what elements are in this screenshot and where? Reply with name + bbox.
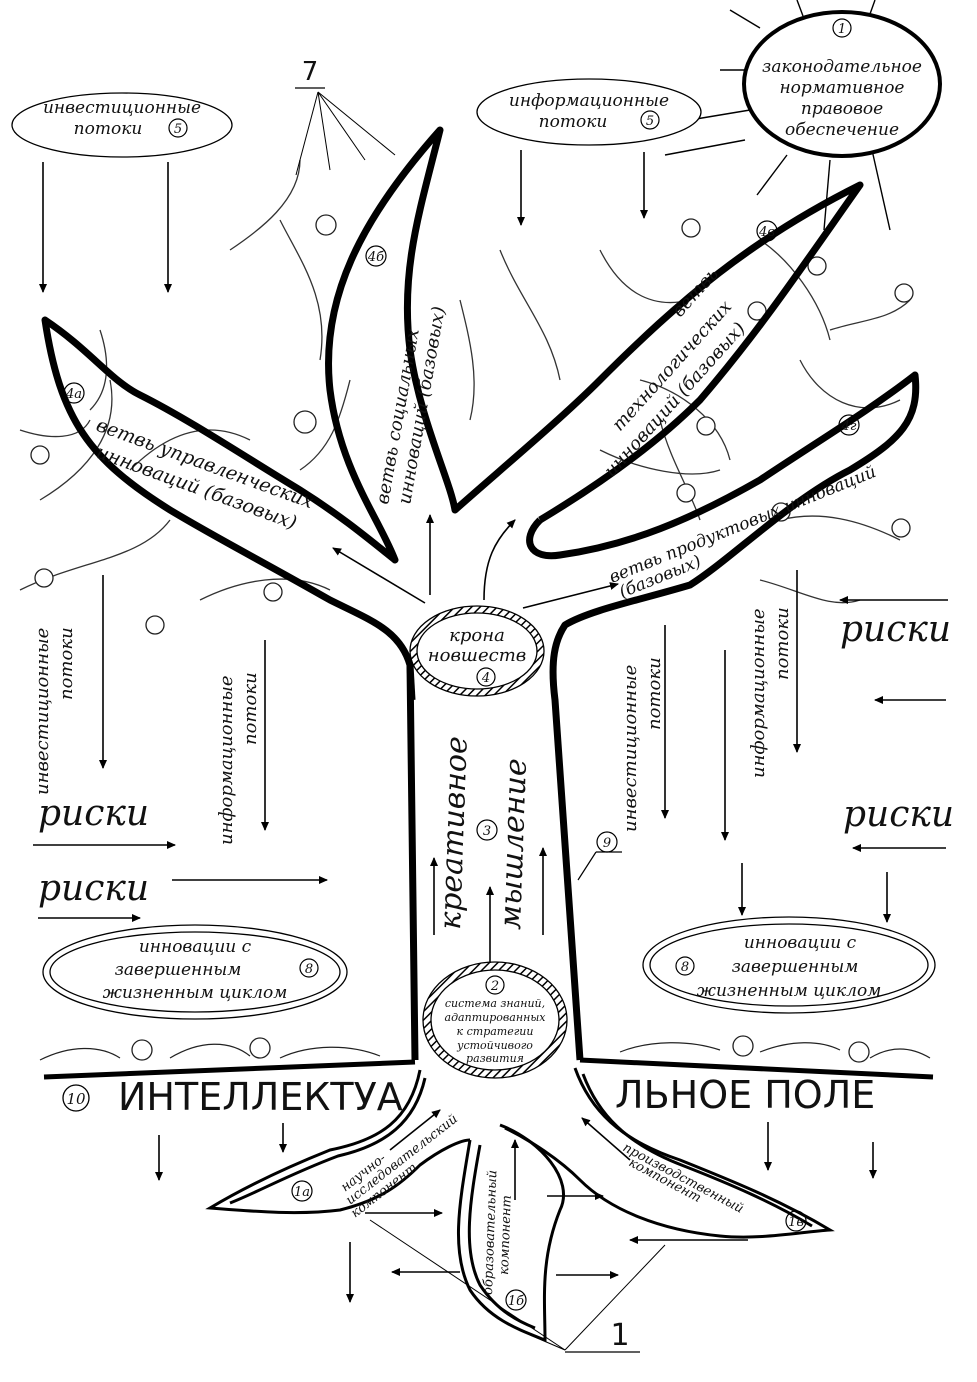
branch-v-number: 4в [758,225,775,240]
flow-info-left-line1: информационные [216,675,237,845]
risk-right-1: риски [840,609,951,650]
innov-right-number: 8 [681,960,689,975]
sun-circle [742,10,942,158]
field-right: ЛЬНОЕ ПОЛЕ [615,1073,875,1117]
flow-info-left-line2: потоки [240,672,261,745]
field-number: 10 [66,1090,86,1108]
crown-line2: новшеств [428,645,527,666]
branch-g-number: 4г [841,419,857,434]
knowledge-line4: устойчивого [456,1039,533,1052]
ground-line-right [579,1057,934,1080]
trunk-number: 3 [483,824,491,839]
branch-v-line3: инноваций (базовых) [600,318,750,481]
sun-line1: законодательное [762,57,922,77]
flow-invest-right-line2: потоки [644,657,665,730]
ground-grass [39,1042,931,1061]
branch-g-line1: ветвь продуктовых инноваций [606,462,879,588]
oval-information-top-line1: информационные [509,91,669,111]
knowledge-oval [430,969,560,1071]
trunk-up-arrows [430,847,547,963]
innov-oval-right-inner [649,923,929,1007]
sun-line4: обеспечение [785,120,899,140]
flow-invest-left-line1: инвестиционные [32,628,53,795]
ground-line-left [43,1059,416,1080]
root-b-line1: образовательный [481,1170,500,1295]
oval-information-flows-top [476,78,702,146]
innov-left-line1: инновации с [139,937,252,957]
risk-arrows [33,596,948,922]
branch-b-number: 4б [367,250,384,265]
oval-information-top-line2: потоки [539,112,608,132]
crown-number: 4 [481,671,490,686]
root-a-line2: исследовательский [343,1112,461,1208]
sun-line2: нормативное [779,78,904,98]
crown-arrows [332,514,619,609]
innov-left-line3: жизненным циклом [103,983,288,1003]
flow-invest-left-line2: потоки [56,627,77,700]
sun-number: 1 [838,22,846,37]
oval-investment-top-line1: инвестиционные [43,98,201,118]
top-flow-arrows [39,150,648,293]
crown-line1: крона [449,625,505,646]
sun-rays [664,0,891,231]
root-v-number: 1в [788,1215,804,1230]
innov-oval-left-inner [49,931,341,1013]
label-1-pointers [369,1219,666,1351]
root-arrows [365,1109,748,1279]
root-b-line2: компонент [497,1195,515,1275]
root-a-number: 1а [294,1185,310,1200]
risk-left-2: риски [38,868,149,909]
oval-investment-top-number: 5 [174,122,182,137]
roots [205,1067,835,1343]
field-left: ИНТЕЛЛЕКТУА [118,1075,403,1119]
label-7: 7 [302,57,319,87]
oval-investment-top-line2: потоки [74,119,143,139]
field-down-arrows [155,1122,877,1303]
background-foliage [19,159,911,604]
knowledge-number: 2 [490,979,499,994]
innov-left-number: 8 [305,962,313,977]
knowledge-line5: развития [466,1052,524,1065]
risk-right-2: риски [843,794,954,835]
oval-investment-flows-top [11,92,233,158]
root-b-number: 1б [508,1294,524,1309]
flow-info-right-line2: потоки [772,607,793,680]
innov-right-line1: инновации с [744,933,857,953]
sun-line3: правовое [801,99,883,119]
innov-right-line3: жизненным циклом [697,981,882,1001]
innov-oval-left-outer [42,924,348,1020]
knowledge-line3: к стратегии [457,1025,534,1038]
side-down-arrows [99,570,891,923]
knowledge-line2: адаптированных [445,1011,547,1024]
trunk-line1: креативное [433,736,475,931]
flow-info-right-line1: информационные [748,608,769,778]
trunk-line2: мышление [493,758,534,931]
risk-left-1: риски [38,793,149,834]
label-1: 1 [610,1318,629,1353]
label-7-pointers [295,91,396,176]
flow-invest-right-line1: инвестиционные [620,665,641,832]
label-9: 9 [603,836,611,851]
branch-a-number: 4а [65,387,82,402]
knowledge-line1: система знаний, [445,997,545,1010]
innov-oval-right-outer [642,916,936,1014]
oval-information-top-number: 5 [646,114,654,129]
innov-left-line2: завершенным [115,960,242,980]
crown-oval [416,612,538,690]
innov-right-line2: завершенным [732,957,859,977]
tree-outline [41,126,920,1061]
